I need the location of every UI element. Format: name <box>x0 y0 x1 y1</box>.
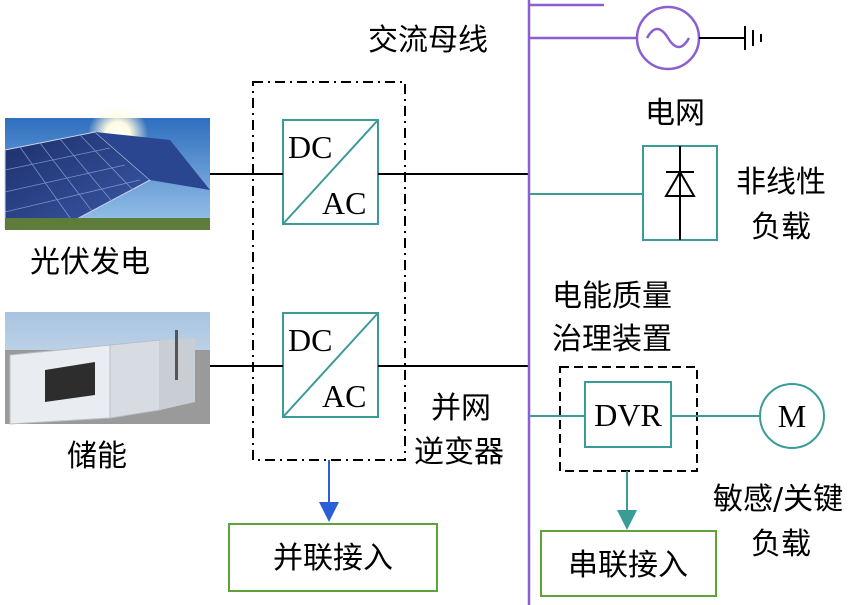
grid-label: 电网 <box>645 96 705 131</box>
sensitive-load-label-1: 敏感/关键 <box>713 482 843 517</box>
motor-icon <box>759 383 825 449</box>
converter-top-ac-label: AC <box>322 185 366 221</box>
converter-top-dc-label: DC <box>288 129 332 165</box>
parallel-connection-box <box>228 523 438 592</box>
ac-bus <box>527 0 636 605</box>
storage-label: 储能 <box>67 439 127 474</box>
dvr-group-frame <box>559 366 698 472</box>
series-connection-label: 串联接入 <box>568 548 688 583</box>
sensitive-load-label-2: 负载 <box>751 527 811 562</box>
solar-pv-image <box>4 104 210 230</box>
converter-bottom-dc-label: DC <box>288 322 332 358</box>
pv-label: 光伏发电 <box>30 245 150 280</box>
dvr-label: DVR <box>594 397 662 433</box>
grid-source-icon <box>635 5 745 71</box>
inverter-label-1: 并网 <box>431 391 491 426</box>
nonlinear-load-icon <box>529 145 718 241</box>
dvr-box <box>584 381 672 448</box>
pq-device-label-1: 电能质量 <box>552 279 672 314</box>
converter-bottom-ac-label: AC <box>322 378 366 414</box>
source-connection-lines <box>210 173 529 367</box>
pq-device-label-2: 治理装置 <box>552 322 672 357</box>
ac-bus-label: 交流母线 <box>368 23 488 58</box>
motor-label: M <box>778 398 806 434</box>
dc-ac-converter-bottom: DC AC <box>282 312 379 418</box>
dc-ac-converter-top: DC AC <box>282 119 379 225</box>
energy-storage-image <box>5 312 210 425</box>
nonlinear-load-label-2: 负载 <box>751 210 811 245</box>
series-connection-box <box>540 530 717 597</box>
inverter-label-2: 逆变器 <box>414 435 504 470</box>
nonlinear-load-label-1: 非线性 <box>736 165 826 200</box>
inverter-group-frame <box>252 81 406 461</box>
parallel-connection-label: 并联接入 <box>273 541 393 576</box>
ground-icon <box>744 26 762 50</box>
